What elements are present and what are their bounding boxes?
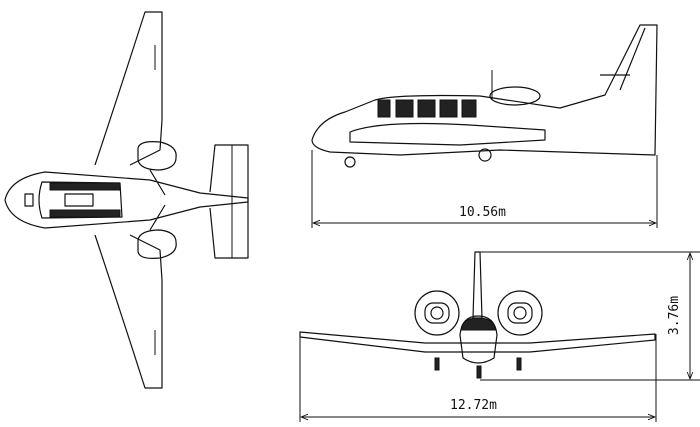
side-view-fuselage: [311, 24, 658, 156]
top-view-upper-wing: [94, 11, 163, 166]
side-view-engine: [489, 86, 541, 106]
side-view-nose-wheel: [344, 156, 356, 168]
side-view-windows: [377, 99, 477, 118]
front-view-wings: [299, 331, 656, 353]
top-view-lower-wing: [94, 234, 163, 389]
length-label: 10.56m: [459, 205, 506, 220]
front-view-engine-right: [497, 290, 543, 336]
front-view-engine-left: [414, 290, 460, 336]
wingspan-label: 12.72m: [450, 398, 497, 413]
side-view-main-wheel: [478, 148, 492, 162]
top-view-engine-upper: [137, 141, 177, 196]
top-view-horizontal-tail: [209, 144, 249, 259]
front-view: [299, 251, 700, 422]
side-view-tail-fin: [600, 27, 646, 91]
top-view: [4, 11, 249, 389]
top-view-engine-lower: [137, 204, 177, 259]
height-label: 3.76m: [667, 295, 683, 336]
front-view-fin: [472, 251, 483, 319]
side-view: [311, 24, 658, 228]
